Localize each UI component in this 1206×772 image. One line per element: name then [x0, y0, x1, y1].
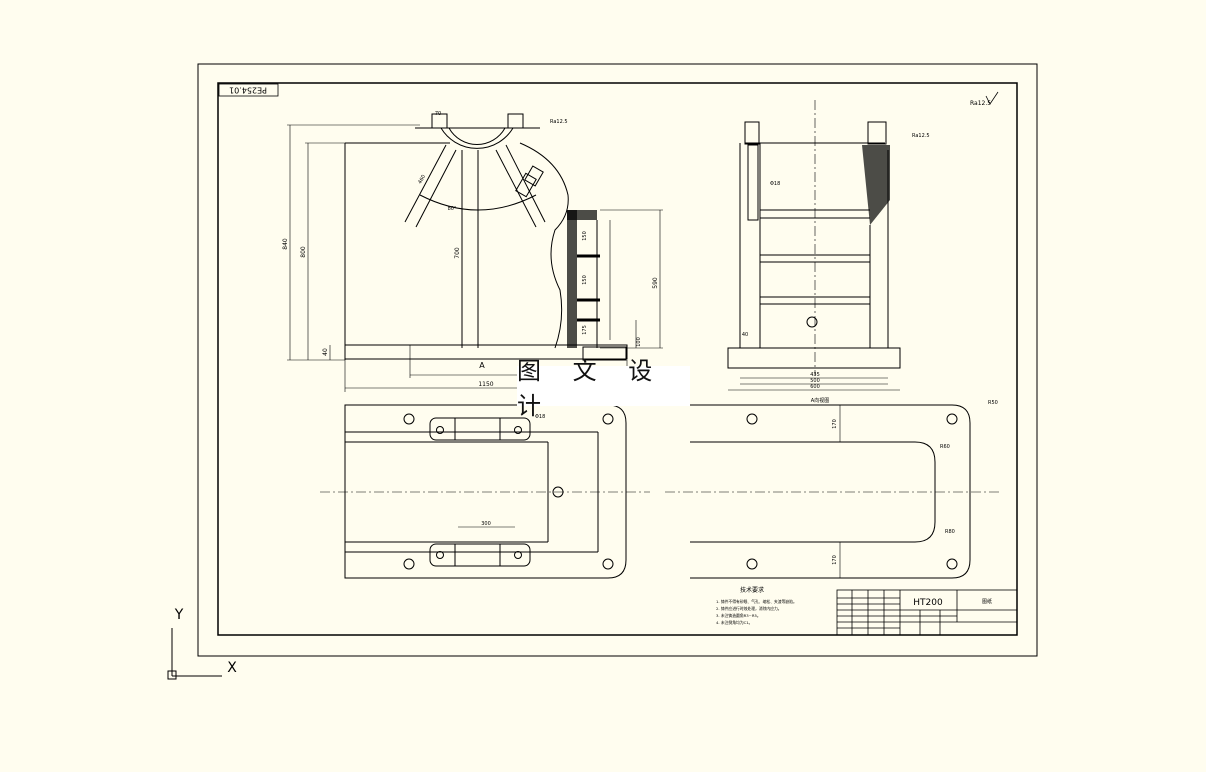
plan-view-right: [665, 404, 1000, 579]
dim-plan-left-hole: Φ18: [535, 414, 545, 420]
front-top-bracket-hatch: [567, 210, 597, 220]
dim-plan-height-top: 170: [832, 419, 838, 429]
plan-right-outline: [690, 404, 971, 579]
plan-left-hole-tr: [602, 413, 614, 425]
front-base-foot: [582, 346, 627, 361]
sheet-outer-border: [197, 63, 1038, 657]
notes-title: 技术要求: [740, 586, 764, 594]
side-center-hole: [806, 316, 818, 328]
ucs-x-label: X: [227, 660, 237, 676]
side-view: [727, 100, 901, 391]
dim-side-base: 40: [742, 332, 748, 338]
ucs-axis-icon: [167, 628, 222, 680]
plan-right-hole-br: [946, 558, 958, 570]
notes-line-4: 4. 未注倒角均为C1。: [716, 620, 752, 625]
side-roughness-label: Ra12.5: [912, 133, 930, 139]
front-angle-arc: [419, 194, 537, 211]
plan-left-hole-tl: [403, 413, 415, 425]
section-arrow-label: A: [479, 361, 485, 370]
dim-side-inner: 435: [810, 372, 820, 378]
front-arm-left-a: [404, 144, 447, 223]
dim-plan-spacing: 300: [481, 521, 491, 527]
dim-base-right: 100: [636, 337, 642, 347]
dim-base-thickness: 40: [322, 348, 329, 356]
dim-column-height: 590: [652, 277, 659, 289]
plan-left-clamp-bottom-center: [454, 543, 501, 567]
dim-bay-2: 150: [582, 275, 588, 285]
front-bolt-block: [515, 172, 537, 198]
dim-radius-3: R80: [945, 529, 955, 535]
front-roughness-label: Ra12.5: [550, 119, 568, 125]
dim-front-height: 840: [282, 238, 289, 250]
side-left-plate: [747, 144, 759, 221]
title-block: [836, 589, 1018, 636]
title-block-material: HT200: [913, 598, 943, 608]
dim-side-mid: 500: [810, 378, 820, 384]
part-number-box: PE254.01: [218, 83, 279, 97]
dim-front-height-inner: 800: [300, 246, 307, 258]
roughness-symbol-text: Ra12.5: [970, 100, 991, 107]
front-saddle-arc-inner: [448, 127, 506, 145]
front-top-block-left: [431, 113, 448, 129]
plan-left-bolt-1: [436, 426, 444, 434]
side-base: [727, 347, 901, 369]
front-right-column-hatch: [567, 210, 577, 348]
plan-left-outline: [344, 404, 627, 579]
roughness-symbol: Ra12.5: [970, 91, 999, 107]
plan-right-hole-tr: [946, 413, 958, 425]
plan-left-hole-br: [602, 558, 614, 570]
plan-left-bolt-2: [514, 426, 522, 434]
side-hatch-right: [862, 145, 890, 225]
front-saddle-arc-outer: [440, 127, 514, 149]
plan-right-hole-bl: [746, 558, 758, 570]
plan-left-bolt-3: [436, 551, 444, 559]
front-curved-profile: [519, 142, 569, 349]
plan-left-bolt-4: [514, 551, 522, 559]
dim-bay-3: 175: [582, 325, 588, 335]
plan-right-hole-tl: [746, 413, 758, 425]
dim-side-hole: Φ18: [770, 181, 780, 187]
dim-angle-left: 80°: [448, 206, 457, 212]
plan-view-left: [320, 404, 650, 579]
plan-right-labels: A向视图 170 170 R50 R60 R80: [811, 397, 998, 565]
technical-notes: 技术要求 1. 铸件不得有砂眼、气孔、缩松、夹渣等缺陷。 2. 铸件应进行时效处…: [716, 586, 797, 625]
front-arm-right-b: [495, 149, 537, 228]
side-top-block-right: [867, 121, 887, 145]
front-view: [344, 113, 628, 361]
front-arm-right-a: [505, 144, 546, 223]
part-number-text: PE254.01: [229, 86, 267, 95]
dim-radius-2: R60: [940, 444, 950, 450]
front-arm-left-b: [415, 149, 457, 228]
title-block-company: 图纸: [982, 598, 992, 605]
notes-line-2: 2. 铸件应进行时效处理，消除内应力。: [716, 606, 782, 611]
dim-top-width: 70: [435, 111, 441, 117]
dim-radius-1: R50: [988, 400, 998, 406]
sheet-inner-border: [217, 82, 1018, 636]
side-top-block-left: [744, 121, 760, 145]
ucs-y-label: Y: [174, 607, 184, 623]
front-top-block-right: [507, 113, 524, 129]
plan-left-hole-bl: [403, 558, 415, 570]
side-dimension-labels: 435 500 600 40 Φ18 Ra12.5: [742, 133, 930, 390]
dim-leg-height: 700: [454, 247, 461, 259]
dim-plan-height-bottom: 170: [832, 555, 838, 565]
plan-left-labels: 300 Φ18: [481, 414, 545, 527]
dim-bay-1: 150: [582, 231, 588, 241]
view-label-a: A向视图: [811, 397, 829, 404]
dim-arm-length: 460: [417, 174, 427, 185]
watermark-banner: 图 文 设 计: [517, 357, 690, 420]
front-dimension-labels: 840 800 700 40 1150 590 150 150 175 100 …: [282, 111, 659, 388]
front-bolt-head: [524, 165, 544, 187]
dim-front-width: 1150: [478, 381, 493, 388]
plan-left-clamp-top-center: [454, 417, 501, 441]
dim-side-outer: 600: [810, 384, 820, 390]
notes-line-1: 1. 铸件不得有砂眼、气孔、缩松、夹渣等缺陷。: [716, 599, 797, 604]
notes-line-3: 3. 未注铸造圆角R3~R5。: [716, 613, 761, 618]
